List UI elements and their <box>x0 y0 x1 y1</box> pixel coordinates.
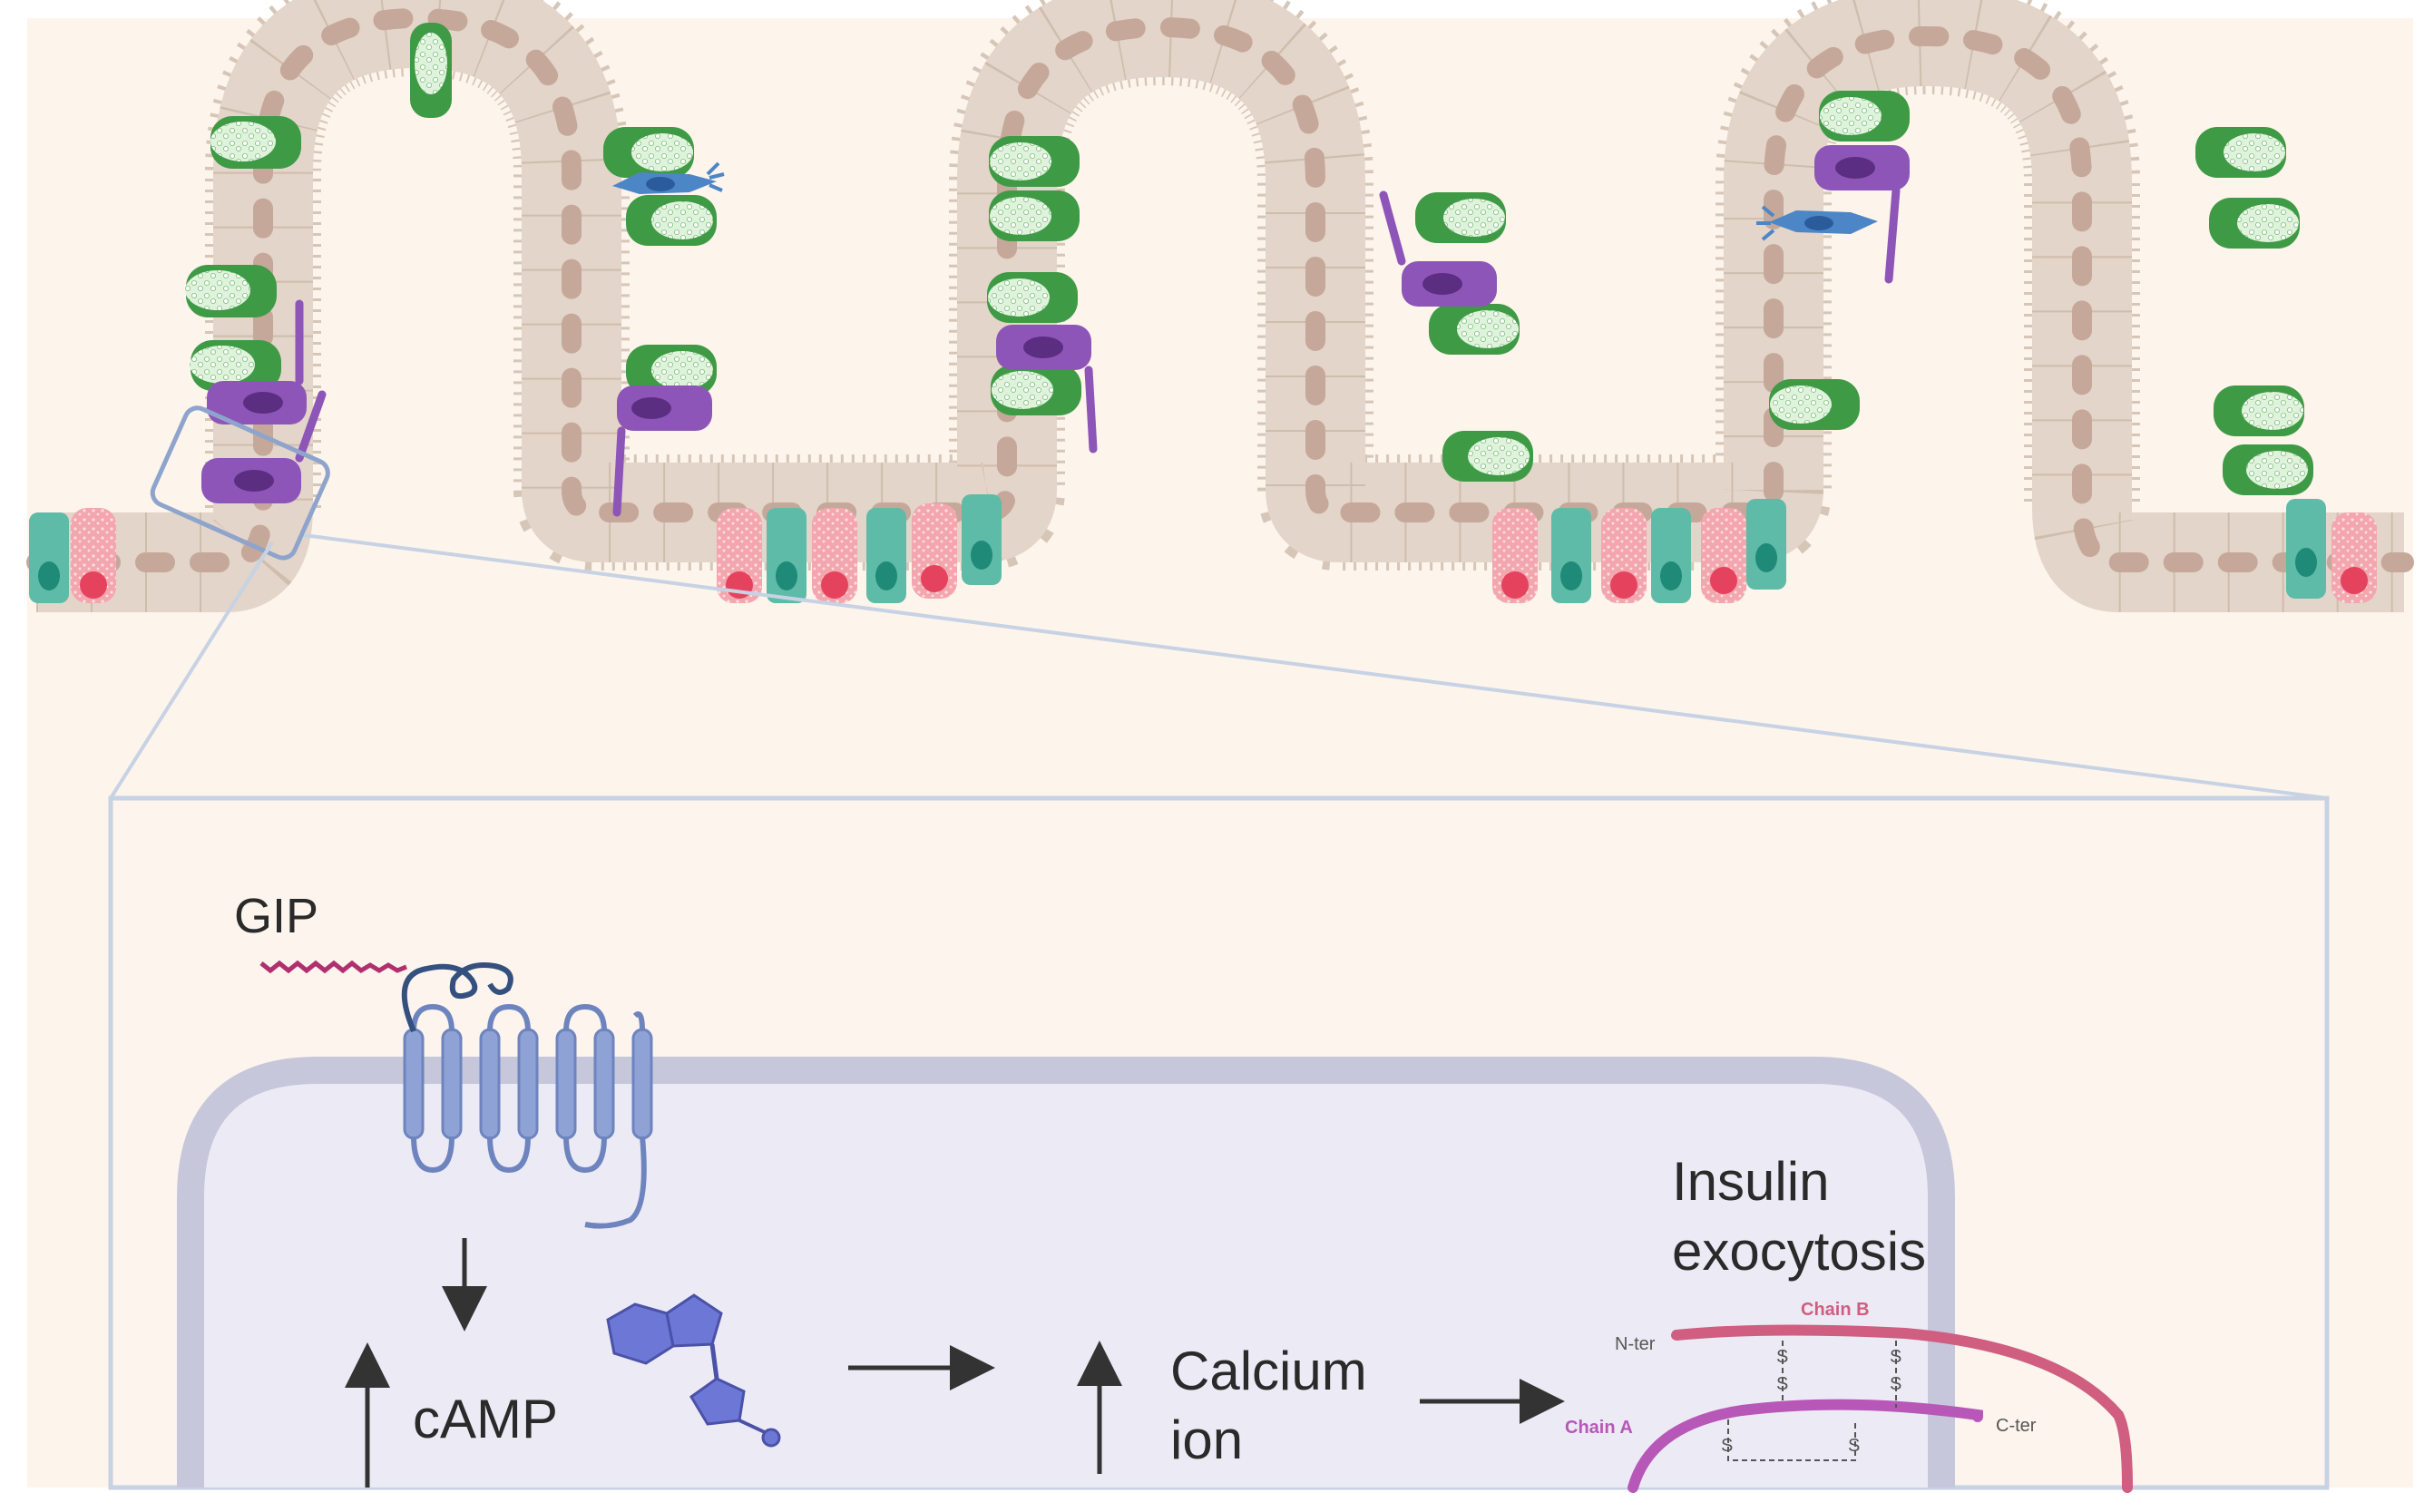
c-term-label: C-ter <box>1996 1416 2037 1436</box>
ion-label: ion <box>1170 1410 1243 1470</box>
crypt-base-cells <box>29 494 2377 603</box>
camp-molecule <box>606 1293 781 1448</box>
l-cell <box>1819 91 1910 141</box>
l-cell <box>2214 385 2304 436</box>
goblet-cell <box>1701 508 1746 603</box>
k-cell <box>996 325 1098 454</box>
k-cell <box>207 299 307 424</box>
disulfide-bonds <box>1727 1341 1897 1461</box>
k-cell <box>201 390 327 503</box>
tuft-cell <box>612 161 725 194</box>
sulfur-label: S <box>1776 1347 1788 1367</box>
insulin-structure: S S S S S S Chain B Chain A N-ter C-ter <box>1565 1300 2133 1493</box>
l-cell <box>185 265 277 317</box>
exocytosis-label: exocytosis <box>1672 1221 1926 1282</box>
l-cell <box>989 190 1080 241</box>
k-cell <box>612 385 712 517</box>
l-cell <box>1442 431 1533 482</box>
tuft-cell <box>1756 205 1878 241</box>
l-cell <box>1415 192 1506 243</box>
l-cell <box>2195 127 2286 178</box>
gip-receptor <box>401 962 653 1229</box>
zoom-box <box>150 405 330 561</box>
zoom-panel <box>108 795 2330 1490</box>
paneth-cell <box>1746 499 1786 590</box>
zoom-highlight <box>109 405 2328 800</box>
paneth-cell <box>1651 508 1691 603</box>
goblet-cell <box>2331 512 2377 603</box>
k-cell <box>1814 145 1910 284</box>
goblet-cell <box>71 508 116 603</box>
l-cell <box>1769 379 1860 430</box>
phosphate <box>761 1428 781 1448</box>
l-cell <box>989 136 1080 187</box>
paneth-cell <box>962 494 1002 585</box>
camp-label: cAMP <box>413 1389 558 1449</box>
calcium-label: Calcium <box>1170 1341 1367 1401</box>
insulin-label: Insulin <box>1672 1151 1829 1212</box>
signal-arrows <box>345 1238 1565 1488</box>
l-cell <box>2209 198 2300 249</box>
l-cell <box>210 116 301 169</box>
l-cell <box>190 340 281 391</box>
insulin-chain-b <box>1671 1324 2133 1493</box>
l-cell <box>626 345 717 395</box>
sulfur-label: S <box>1776 1374 1788 1394</box>
l-cell <box>603 127 694 178</box>
intestinal-epithelium <box>26 0 2414 612</box>
l-cell <box>626 195 717 246</box>
paneth-cell <box>866 508 906 603</box>
goblet-cell <box>1601 508 1647 603</box>
n-term-label: N-ter <box>1615 1334 1656 1354</box>
sulfur-label: S <box>1848 1436 1860 1456</box>
sulfur-label: S <box>1721 1436 1733 1456</box>
goblet-cell <box>912 503 957 599</box>
chain-b-label: Chain B <box>1801 1300 1870 1320</box>
tuft-cells <box>612 161 1878 241</box>
l-cell <box>987 272 1078 323</box>
transmembrane-helices <box>403 1028 653 1140</box>
paneth-cell <box>29 512 69 603</box>
nuclei <box>26 7 2414 572</box>
goblet-cell <box>812 508 857 603</box>
sulfur-label: S <box>1890 1374 1901 1394</box>
goblet-cell <box>1492 508 1538 603</box>
l-cells <box>185 23 2313 495</box>
paneth-cell <box>1551 508 1591 603</box>
l-cell <box>1429 304 1520 355</box>
insulin-chain-a <box>1628 1399 1983 1493</box>
chain-a-label: Chain A <box>1565 1418 1633 1438</box>
paneth-cell <box>2286 499 2326 599</box>
gip-peptide <box>259 960 407 974</box>
receptor-n-terminus <box>401 962 513 1033</box>
paneth-cell <box>767 508 806 603</box>
l-cell <box>2223 444 2313 495</box>
l-cell <box>991 365 1081 415</box>
cell-membrane <box>177 1057 1955 1488</box>
k-cells <box>201 145 1910 517</box>
receptor-loops <box>411 1003 647 1229</box>
k-cell <box>1379 190 1497 307</box>
gip-label: GIP <box>234 889 318 943</box>
sulfur-label: S <box>1890 1347 1901 1367</box>
l-cell <box>410 23 452 118</box>
